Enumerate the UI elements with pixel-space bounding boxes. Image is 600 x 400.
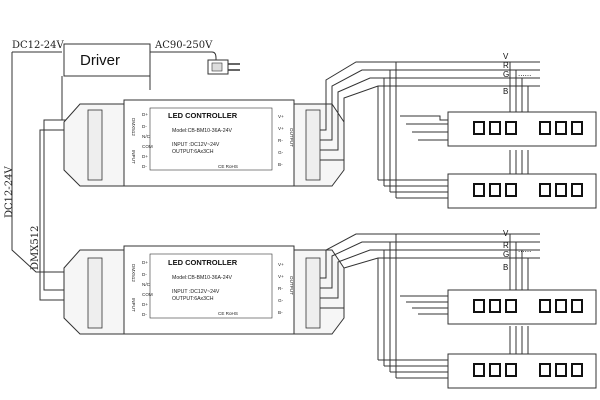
led-controller-2: LED CONTROLLER Model:CB-BM10-36A-24V INP…	[63, 245, 345, 335]
power-section: DC12-24V Driver AC90-250V DC12-24V DMX51…	[4, 40, 240, 301]
pin-label: V+	[278, 114, 284, 119]
pin-label: V+	[278, 126, 284, 131]
right-terminal-block	[305, 109, 321, 181]
bus-labels-top: V R G B ......	[503, 52, 531, 96]
side-label: OUTPUT	[289, 128, 294, 147]
controller-model: Model:CB-BM10-36A-24V	[172, 275, 233, 281]
driver-box	[63, 43, 151, 77]
pin-label: D-	[142, 124, 147, 129]
vertical-dc-label: DC12-24V	[4, 166, 15, 218]
controller-certs: CE RoHS	[218, 164, 238, 169]
led-strip	[447, 289, 597, 325]
pin-label: D+	[142, 302, 148, 307]
driver-label: Driver	[80, 52, 120, 69]
pin-label: B-	[278, 162, 283, 167]
controller-title: LED CONTROLLER	[168, 258, 238, 267]
pin-label: R-	[278, 286, 283, 291]
bus-label-g: G	[503, 250, 509, 259]
bus-label-r: R	[503, 61, 509, 70]
bus-label-g: G	[503, 70, 509, 79]
led-strip	[447, 111, 597, 147]
vertical-dmx-label: DMX512	[30, 226, 41, 270]
controller-input: INPUT :DC12V~24V	[172, 289, 220, 295]
right-terminal-block	[305, 257, 321, 329]
bus-label-r: R	[503, 241, 509, 250]
pin-label: COM	[142, 144, 153, 149]
pin-label: B-	[278, 310, 283, 315]
controller-input: INPUT :DC12V~24V	[172, 142, 220, 148]
led-strip	[447, 353, 597, 389]
ac-label: AC90-250V	[154, 40, 213, 51]
pin-label: D-	[142, 272, 147, 277]
pin-label: COM	[142, 292, 153, 297]
pin-label: N/C	[142, 134, 151, 139]
side-label: OUTPUT	[289, 276, 294, 295]
pin-label: D-	[142, 164, 147, 169]
side-label: DMX512	[131, 118, 136, 136]
pin-label: G-	[278, 298, 284, 303]
led-strip	[447, 173, 597, 209]
controller-output: OUTPUT:6Ax3CH	[172, 149, 214, 155]
pin-label: D-	[142, 312, 147, 317]
controller-certs: CE RoHS	[218, 311, 238, 316]
pin-label: G-	[278, 150, 284, 155]
pin-label: R-	[278, 138, 283, 143]
controller-model: Model:CB-BM10-36A-24V	[172, 128, 233, 134]
bus-label-b: B	[503, 87, 508, 96]
output-wiring-top	[320, 61, 540, 199]
left-terminal-block	[87, 257, 103, 329]
led-controller-1: LED CONTROLLER Model:CB-BM10-36A-24V INP…	[63, 99, 345, 187]
power-plug-icon	[207, 59, 240, 75]
pin-label: D+	[142, 154, 148, 159]
led-strips	[447, 111, 597, 389]
pin-label: V+	[278, 274, 284, 279]
left-terminal-block	[87, 109, 103, 181]
bus-labels-bottom: V R G B ......	[503, 229, 531, 272]
dc-label: DC12-24V	[12, 40, 64, 51]
bus-label-b: B	[503, 263, 508, 272]
side-label: INPUT	[131, 298, 136, 312]
bus-continuation-dots: ......	[518, 69, 531, 78]
controller-output: OUTPUT:6Ax3CH	[172, 296, 214, 302]
output-wiring-bottom	[320, 233, 540, 379]
bus-label-v: V	[503, 229, 509, 238]
controller-title: LED CONTROLLER	[168, 111, 238, 120]
side-label: INPUT	[131, 150, 136, 164]
pin-label: V+	[278, 262, 284, 267]
pin-label: D+	[142, 112, 148, 117]
bus-continuation-dots: ......	[518, 245, 531, 254]
pin-label: D+	[142, 260, 148, 265]
bus-label-v: V	[503, 52, 509, 61]
side-label: DMX512	[131, 264, 136, 282]
pin-label: N/C	[142, 282, 151, 287]
